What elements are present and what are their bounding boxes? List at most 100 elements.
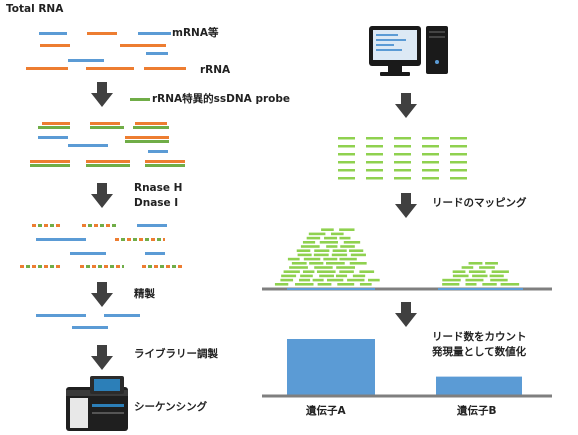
- rrna-strand: [42, 122, 70, 125]
- sequence-read: [338, 169, 355, 172]
- sequence-read: [366, 137, 383, 140]
- digested-fragment: [115, 238, 165, 241]
- sequencing-label: シーケンシング: [134, 401, 208, 413]
- rnase-label: Rnase H: [134, 182, 183, 194]
- sequence-read: [338, 161, 355, 164]
- sequence-read: [450, 153, 467, 156]
- rrna-strand: [135, 122, 167, 125]
- sequence-read: [422, 169, 439, 172]
- rrna-label: rRNA: [200, 64, 231, 76]
- total-rna-label: Total RNA: [6, 3, 64, 15]
- probe-legend-strand: [130, 98, 150, 101]
- digested-fragment: [32, 224, 62, 227]
- mrna-label: mRNA等: [172, 27, 219, 39]
- sequence-read: [422, 145, 439, 148]
- mrna-strand: [138, 32, 171, 35]
- mrna-strand: [72, 326, 108, 329]
- mapped-read: [339, 236, 351, 240]
- mapped-read: [281, 274, 297, 278]
- digested-fragment: [142, 265, 184, 268]
- mrna-strand: [70, 252, 106, 255]
- mapped-read: [468, 270, 486, 273]
- bar-gene-b: [436, 376, 522, 396]
- mrna-strand: [137, 224, 167, 227]
- sequence-read: [450, 161, 467, 164]
- mapped-read: [326, 245, 338, 248]
- mapped-read: [312, 278, 324, 282]
- mrna-strand: [68, 59, 104, 62]
- sequence-read: [366, 153, 383, 156]
- mapped-read: [296, 249, 311, 252]
- rrna-strand: [86, 67, 134, 70]
- mapped-read: [316, 270, 336, 273]
- mapped-read: [308, 232, 326, 236]
- bar-gene-a: [287, 339, 375, 396]
- mapped-read: [352, 274, 366, 278]
- computer-icon: [369, 26, 448, 76]
- sequence-read: [394, 177, 411, 180]
- mapped-read: [319, 241, 338, 244]
- probe-strand: [86, 164, 130, 167]
- probe-strand: [125, 140, 169, 143]
- mapped-read: [465, 283, 477, 286]
- mapped-read: [479, 266, 495, 269]
- mrna-strand: [38, 136, 68, 139]
- mapped-read: [489, 274, 504, 278]
- mapped-read: [339, 228, 355, 231]
- rrna-strand: [40, 44, 70, 47]
- mapped-read: [280, 278, 294, 282]
- rrna-strand: [120, 44, 166, 47]
- mapped-read: [339, 257, 357, 261]
- count-label-line2: 発現量として数値化: [432, 346, 527, 358]
- mapped-read: [332, 249, 347, 252]
- mapped-read: [349, 249, 364, 252]
- mapped-read: [289, 266, 308, 269]
- sequence-read: [422, 137, 439, 140]
- sequence-read: [366, 169, 383, 172]
- mapped-read: [359, 270, 375, 273]
- mapped-read: [465, 278, 484, 282]
- sequence-read: [450, 177, 467, 180]
- sequence-read: [366, 177, 383, 180]
- mapped-read: [452, 274, 469, 278]
- rrna-strand: [30, 160, 70, 163]
- dnase-label: Dnase Ⅰ: [134, 197, 179, 209]
- mapped-read: [326, 262, 345, 265]
- sequence-read: [338, 177, 355, 180]
- probe-strand: [38, 126, 70, 129]
- sequence-read: [366, 161, 383, 164]
- mapped-read: [482, 283, 497, 286]
- mapped-read: [349, 262, 367, 265]
- sequence-read: [338, 145, 355, 148]
- probe-strand: [30, 164, 70, 167]
- step-arrow-down-icon: [91, 183, 113, 209]
- mrna-strand: [148, 150, 168, 153]
- rrna-strand: [144, 67, 186, 70]
- sequence-read: [394, 145, 411, 148]
- mapped-read: [303, 257, 321, 261]
- probe-strand: [133, 126, 169, 129]
- mrna-strand: [104, 314, 140, 317]
- mapped-read: [461, 266, 474, 269]
- mapped-read: [314, 266, 333, 269]
- read-count-chart: [262, 339, 552, 398]
- sequence-reads: [338, 137, 467, 180]
- sequence-read: [422, 153, 439, 156]
- mapped-read: [298, 278, 311, 282]
- mrna-strand: [145, 252, 165, 255]
- mapped-read: [300, 274, 313, 278]
- mapped-read: [319, 274, 334, 278]
- mapped-read: [452, 270, 466, 273]
- mapped-read: [306, 236, 321, 240]
- mapped-read: [313, 253, 329, 257]
- mapped-read: [314, 249, 330, 252]
- mapped-read: [491, 270, 509, 273]
- mapped-read: [330, 232, 344, 236]
- library-label: ライブラリー調製: [134, 348, 218, 360]
- rrna-strand: [125, 136, 169, 139]
- mapped-read: [302, 241, 316, 244]
- mapped-read: [294, 283, 314, 286]
- sequence-read: [394, 137, 411, 140]
- sequence-read: [394, 153, 411, 156]
